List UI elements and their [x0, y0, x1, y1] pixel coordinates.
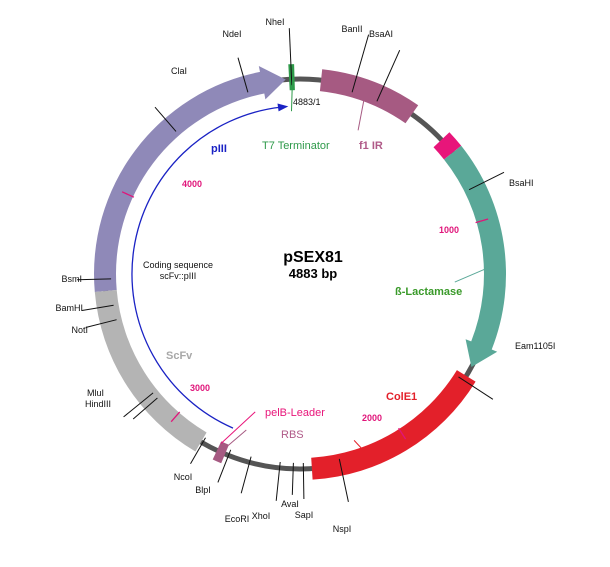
tick-label-2000: 2000 — [362, 413, 382, 423]
site-label-sapi[interactable]: SapI — [295, 510, 314, 520]
site-line-avai — [291, 462, 294, 495]
site-label-mlui[interactable]: MluI — [87, 388, 104, 398]
f1-ir-feature-arc[interactable] — [319, 69, 419, 124]
site-line-ncoi — [190, 437, 206, 464]
coding-sequence-arrowhead — [277, 103, 289, 112]
site-line-ecori — [240, 456, 252, 494]
site-line-hindiii — [123, 392, 154, 418]
site-line-eam1105i — [458, 376, 494, 400]
site-line-banii — [351, 34, 370, 93]
restriction-sites: NdeI NheI BanII BsaAI BsaHI Eam1105I NspI SapIA… — [55, 17, 555, 534]
site-label-nspi[interactable]: NspI — [333, 524, 352, 534]
tick-label-4000: 4000 — [182, 179, 202, 189]
coding-sequence-label-2: scFv::pIII — [160, 271, 197, 281]
rbs-feature-block[interactable] — [212, 441, 229, 464]
piii-feature-arc[interactable] — [94, 66, 286, 292]
feature-leader-lines — [220, 67, 490, 452]
blactamase-leader — [454, 266, 490, 283]
site-label-banii[interactable]: BanII — [341, 24, 362, 34]
site-label-eam1105i[interactable]: Eam1105I — [515, 341, 555, 351]
scfv-feature-arc[interactable] — [94, 290, 207, 452]
site-label-nhei[interactable]: NheI — [265, 17, 284, 27]
site-label-bsmi[interactable]: BsmI — [61, 274, 82, 284]
tick-mark-3000 — [170, 411, 181, 423]
scfv-label: ScFv — [166, 350, 193, 362]
site-line-bsmi — [77, 278, 112, 281]
site-line-bsaai — [376, 49, 401, 102]
rbs-leader — [223, 429, 247, 450]
tick-mark-2000 — [398, 427, 407, 440]
plasmid-name: pSEX81 — [283, 249, 343, 266]
site-label-ncoi[interactable]: NcoI — [174, 472, 193, 482]
tick-mark-4000 — [121, 191, 135, 198]
site-label-noti[interactable]: NotI — [71, 325, 88, 335]
cole1-label: ColE1 — [386, 391, 417, 403]
origin-label: 4883/1 — [293, 97, 321, 107]
piii-label: pIII — [211, 143, 227, 155]
site-line-noti — [85, 319, 117, 328]
site-label-hindiii[interactable]: HindIII — [85, 399, 111, 409]
cole1-leader — [353, 440, 365, 452]
f1-leader — [357, 96, 366, 131]
coding-sequence-line — [131, 106, 282, 429]
position-ticks: 1000 2000 3000 4000 — [121, 179, 489, 440]
tick-label-1000: 1000 — [439, 225, 459, 235]
plasmid-size: 4883 bp — [289, 266, 337, 281]
site-line-ndei — [237, 57, 249, 93]
tick-label-3000: 3000 — [190, 383, 210, 393]
site-line-nspi — [338, 458, 349, 503]
rbs-label: RBS — [281, 429, 304, 441]
blactamase-feature-arc[interactable] — [444, 145, 507, 367]
site-line-bamhi — [81, 304, 114, 311]
site-label-bamhi[interactable]: BamHI — [55, 303, 83, 313]
pink-feature-block[interactable] — [433, 132, 462, 160]
site-line-clai — [154, 106, 177, 132]
cole1-feature-arc[interactable] — [311, 370, 476, 480]
pelb-leader-label: pelB-Leader — [265, 407, 325, 419]
coding-sequence-label-1: Coding sequence — [143, 260, 213, 270]
site-line-mlui — [132, 397, 158, 420]
site-line-sapi — [302, 462, 305, 500]
pelb-leader — [220, 411, 256, 444]
site-label-avai[interactable]: AvaI — [281, 499, 299, 509]
tick-mark-1000 — [475, 218, 489, 224]
t7-terminator-label: T7 Terminator — [262, 140, 330, 152]
site-line-bsahi — [468, 171, 505, 191]
site-line-xhoi — [275, 461, 281, 501]
site-label-blpi[interactable]: BlpI — [195, 485, 211, 495]
site-label-bsahi[interactable]: BsaHI — [509, 178, 534, 188]
site-label-clai[interactable]: ClaI — [171, 66, 187, 76]
site-label-ecori[interactable]: EcoRI — [225, 514, 250, 524]
t7-leader — [291, 67, 294, 112]
site-label-bsaai[interactable]: BsaAI — [369, 29, 393, 39]
site-label-ndei[interactable]: NdeI — [222, 29, 241, 39]
blactamase-label: ß-Lactamase — [395, 286, 462, 298]
site-line-blpi — [217, 449, 232, 483]
f1-ir-label: f1 IR — [359, 140, 383, 152]
site-line-nhei — [288, 28, 293, 86]
site-label-xhoi[interactable]: XhoI — [252, 511, 271, 521]
